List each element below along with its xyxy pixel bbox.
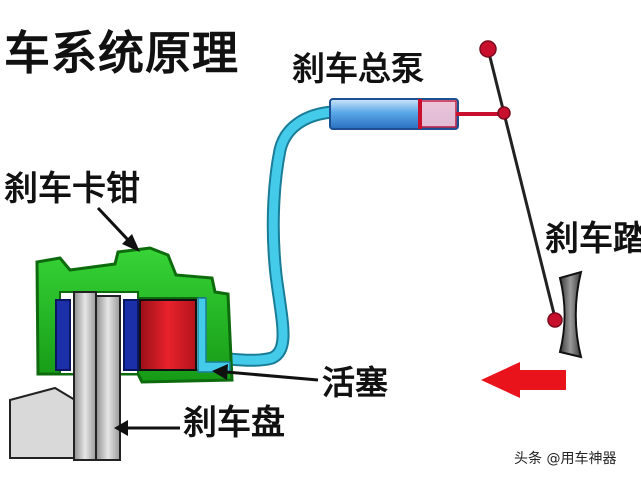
piston bbox=[139, 299, 197, 371]
caliper-label: 刹车卡钳 bbox=[4, 169, 140, 209]
brake-pedal-assembly bbox=[479, 40, 583, 359]
piston-pointer bbox=[212, 364, 319, 382]
piston-label: 活塞 bbox=[322, 363, 388, 402]
disc-label: 刹车盘 bbox=[183, 403, 285, 443]
disc-pointer bbox=[114, 420, 180, 436]
brake-disc bbox=[73, 291, 121, 461]
wheel-hub bbox=[9, 386, 76, 459]
outer-brake-pad bbox=[123, 299, 139, 371]
upper-pivot-joint bbox=[479, 40, 497, 58]
master-cylinder bbox=[329, 98, 504, 130]
pedal-joint bbox=[547, 312, 563, 328]
inner-brake-pad bbox=[55, 299, 71, 371]
pedal-label: 刹车踏 bbox=[545, 219, 641, 259]
pedal-pad bbox=[558, 270, 583, 359]
master-cylinder-label: 刹车总泵 bbox=[292, 49, 424, 88]
pushrod-joint bbox=[497, 106, 511, 120]
watermark: 头条 @用车神器 bbox=[514, 451, 617, 467]
push-arrow bbox=[481, 362, 566, 398]
caliper-pointer bbox=[96, 206, 140, 252]
diagram-title: 车系统原理 bbox=[4, 26, 239, 80]
brake-line bbox=[215, 105, 340, 367]
